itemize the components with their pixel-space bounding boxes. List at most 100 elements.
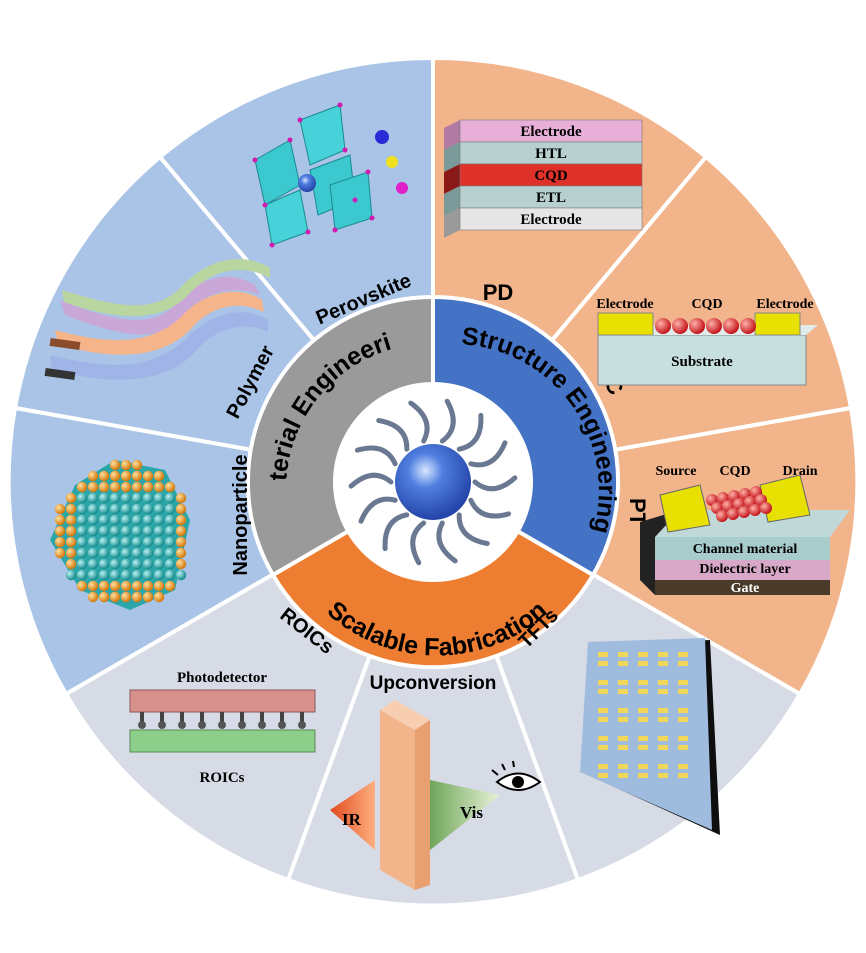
label-nanoparticle: Nanoparticle — [230, 454, 252, 575]
tft-pad — [638, 736, 648, 741]
tft-pad — [658, 708, 668, 713]
pd-layer-label: CQD — [534, 168, 568, 184]
eye-icon — [491, 760, 542, 791]
nanoparticle-atom — [65, 503, 77, 515]
pd-layer-label: Electrode — [520, 124, 582, 140]
nanoparticle-atom — [153, 481, 165, 493]
tft-pad — [638, 745, 648, 750]
quantum-dot-icon — [348, 398, 518, 566]
pc-device: Electrode CQD Electrode Substrate — [596, 297, 818, 386]
nanoparticle-atom — [109, 591, 121, 603]
nanoparticle-atom — [142, 591, 154, 603]
pd-layer-side — [444, 142, 460, 172]
roic-label-roics: ROICs — [199, 770, 244, 786]
pd-layer-side — [444, 164, 460, 194]
nanoparticle-atom — [164, 514, 176, 526]
tft-pad — [678, 773, 688, 778]
nanoparticle-atom — [87, 580, 99, 592]
roic-bump — [198, 721, 206, 729]
nanoparticle-atom — [87, 525, 99, 537]
pt-label-drain: Drain — [783, 464, 818, 479]
nanoparticle-atom — [120, 569, 132, 581]
nanoparticle-atom — [87, 470, 99, 482]
nanoparticle-atom — [164, 481, 176, 493]
ligand-chain — [354, 445, 398, 467]
tft-pad — [618, 773, 628, 778]
nanoparticle-atom — [54, 536, 66, 548]
tft-pad — [618, 745, 628, 750]
tft-pad — [678, 764, 688, 769]
nanoparticle-atom — [131, 569, 143, 581]
tft-pad — [598, 708, 608, 713]
roic-bump — [258, 721, 266, 729]
upconv-label-vis: Vis — [460, 803, 483, 822]
nanoparticle-atom — [131, 525, 143, 537]
nanoparticle-atom — [120, 580, 132, 592]
label-pd: PD — [483, 280, 514, 305]
pd-layer-side — [444, 208, 460, 238]
nanoparticle-atom — [131, 547, 143, 559]
tft-pad — [678, 745, 688, 750]
nanoparticle-atom — [175, 525, 187, 537]
roic-pin — [160, 712, 164, 722]
nanoparticle-atom — [175, 569, 187, 581]
pt-label-gate: Gate — [731, 581, 760, 596]
tft-pad — [618, 680, 628, 685]
nanoparticle-atom — [120, 591, 132, 603]
ligand-chain — [358, 496, 398, 524]
nanoparticle-atom — [164, 569, 176, 581]
nanoparticle-atom — [120, 503, 132, 515]
nanoparticle-atom — [109, 525, 121, 537]
tft-pad — [598, 689, 608, 694]
tft-pad — [598, 717, 608, 722]
cqd-particle — [727, 508, 739, 520]
label-upconversion: Upconversion — [370, 673, 497, 694]
inner-ring — [245, 294, 621, 670]
nanoparticle-atom — [87, 558, 99, 570]
roic-bump — [158, 721, 166, 729]
nanoparticle-atom — [65, 547, 77, 559]
nanoparticle-atom — [109, 536, 121, 548]
nanoparticle-atom — [153, 470, 165, 482]
nanoparticle-atom — [131, 558, 143, 570]
upconversion-device: IR Vis — [330, 700, 542, 890]
tft-pad — [658, 764, 668, 769]
nanoparticle-atom — [109, 569, 121, 581]
tft-pad — [678, 661, 688, 666]
roic-bump — [178, 721, 186, 729]
cqd-particle — [723, 318, 739, 334]
nanoparticle-atom — [65, 558, 77, 570]
pd-layer-label: ETL — [536, 190, 566, 206]
nanoparticle-atom — [153, 525, 165, 537]
cqd-particle — [749, 504, 761, 516]
nanoparticle-atom — [54, 514, 66, 526]
pt-label-dielectric: Dielectric layer — [699, 562, 790, 577]
nanoparticle-atom — [98, 492, 110, 504]
nanoparticle-atom — [120, 547, 132, 559]
roic-bump — [278, 721, 286, 729]
nanoparticle-atom — [98, 569, 110, 581]
nanoparticle-atom — [98, 470, 110, 482]
ligand-chain — [468, 440, 508, 468]
nanoparticle-atom — [120, 459, 132, 471]
nanoparticle-atom — [98, 558, 110, 570]
nanoparticle-atom — [142, 547, 154, 559]
roic-device: Photodetector ROICs — [129, 670, 316, 786]
nanoparticle-atom — [109, 492, 121, 504]
nanoparticle-atom — [98, 536, 110, 548]
nanoparticle-atom — [76, 514, 88, 526]
nanoparticle-atom — [98, 514, 110, 526]
nanoparticle-atom — [142, 514, 154, 526]
tft-pad — [618, 689, 628, 694]
tft-pad — [618, 764, 628, 769]
ligand-chain — [468, 497, 512, 519]
tft-pad — [638, 708, 648, 713]
ligand-chain — [472, 475, 518, 492]
roic-bump — [298, 721, 306, 729]
nanoparticle-atom — [76, 492, 88, 504]
nanoparticle-atom — [142, 481, 154, 493]
tft-pad — [598, 680, 608, 685]
nanoparticle-atom — [153, 591, 165, 603]
